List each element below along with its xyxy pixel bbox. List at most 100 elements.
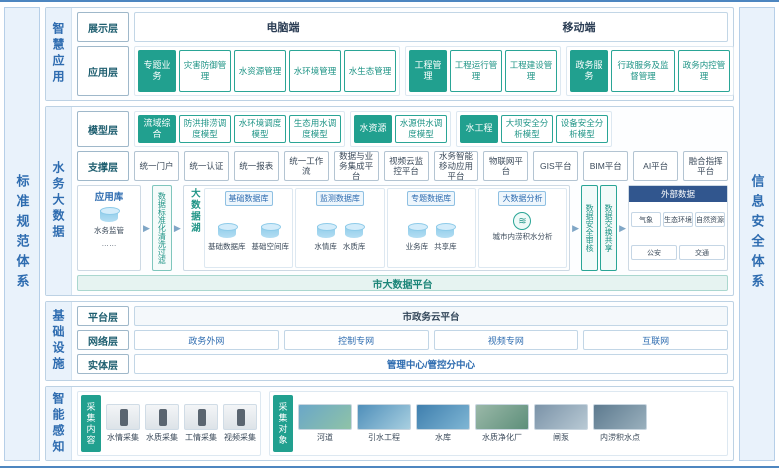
support-layer-row: 支撑层 统一门户 统一认证 统一报表 统一工作流 数据与业务集成平台 视频云监控… bbox=[77, 151, 729, 181]
basin-comprehensive-group: 流域综合 防洪排涝调度模型 水环境调度模型 生态用水调度模型 bbox=[134, 111, 345, 147]
application-db-more: …… bbox=[101, 239, 117, 248]
platform-layer-row: 平台层 市政务云平台 bbox=[77, 306, 728, 326]
data-business-integration-chip: 数据与业务集成平台 bbox=[333, 151, 379, 181]
diversion-project-label: 引水工程 bbox=[368, 433, 400, 442]
gov-internal-control-chip: 政务内控管理 bbox=[678, 50, 730, 92]
right-pillar-label: 信息安全体系 bbox=[749, 174, 765, 294]
network-layer-chip: 网络层 bbox=[77, 330, 129, 350]
gov-cloud-platform-box: 市政务云平台 bbox=[134, 306, 728, 326]
water-project-head: 水工程 bbox=[460, 115, 498, 143]
basic-db-head: 基础数据库 bbox=[224, 191, 273, 206]
basic-db-list: 基础数据库 基础空间库 bbox=[208, 208, 289, 265]
basic-db-group: 基础数据库 基础数据库 基础空间库 bbox=[203, 188, 294, 268]
water-environment-mgmt-chip: 水环境管理 bbox=[289, 50, 341, 92]
project-management-group: 工程管理 工程运行管理 工程建设管理 bbox=[405, 46, 561, 96]
city-bigdata-platform-bar: 市大数据平台 bbox=[77, 275, 728, 291]
left-pillar-label: 标准规范体系 bbox=[14, 174, 30, 294]
section-infrastructure: 基础设施 平台层 市政务云平台 网络层 政务外网 控制专网 视频专网 互联网 实… bbox=[45, 301, 734, 381]
section-water-bigdata: 水务大数据 模型层 流域综合 防洪排涝调度模型 水环境调度模型 生态用水调度模型… bbox=[45, 106, 734, 296]
database-cylinder-icon bbox=[100, 207, 120, 222]
monitor-db-item-label: 水情库 bbox=[314, 241, 337, 251]
diversion-project-photo bbox=[357, 404, 411, 430]
water-resource-mgmt-chip: 水资源管理 bbox=[234, 50, 286, 92]
collect-content-head: 采集内容 bbox=[81, 395, 101, 452]
external-data-head: 外部数据 bbox=[629, 186, 727, 202]
water-resource-head: 水资源 bbox=[354, 115, 392, 143]
thematic-db-item-label: 共享库 bbox=[434, 241, 457, 251]
bim-platform-chip: BIM平台 bbox=[583, 151, 629, 181]
eco-water-dispatch-model-chip: 生态用水调度模型 bbox=[289, 115, 341, 143]
section-smart-application-body: 展示层 电脑端 移动端 应用层 专题业务 灾害防御管理 水资源管理 水环境管理 … bbox=[72, 8, 734, 100]
project-construction-chip: 工程建设管理 bbox=[505, 50, 557, 92]
external-natural-resource-cell: 自然资源 bbox=[695, 212, 725, 227]
pc-terminal-label: 电脑端 bbox=[266, 22, 300, 34]
video-camera-photo bbox=[223, 404, 257, 430]
data-lake-title: 大数据湖 bbox=[188, 188, 200, 234]
external-data-grid: 气象 生态环境 自然资源 公安 交通 bbox=[629, 202, 727, 270]
fusion-command-platform-chip: 融合指挥平台 bbox=[683, 151, 729, 181]
engineering-collect-label: 工情采集 bbox=[185, 433, 217, 442]
sluice-pump-item: 闸泵 bbox=[534, 395, 588, 452]
control-center-box: 管理中心/管控分中心 bbox=[134, 354, 728, 374]
video-network-box: 视频专网 bbox=[433, 330, 579, 350]
purification-plant-photo bbox=[475, 404, 529, 430]
gov-extranet-box: 政务外网 bbox=[134, 330, 279, 350]
waterlogging-point-label: 内涝积水点 bbox=[600, 433, 640, 442]
left-pillar-standards: 标准规范体系 bbox=[4, 7, 40, 461]
display-layer-box: 电脑端 移动端 bbox=[134, 12, 728, 42]
data-exchange-share-bar: 数据交换共享 bbox=[600, 185, 618, 271]
collect-target-head-label: 采集对象 bbox=[277, 401, 288, 446]
basic-db-item: 基础空间库 bbox=[252, 222, 289, 252]
database-cylinder-icon bbox=[407, 222, 428, 238]
mobile-app-platform-chip: 水务智能移动应用平台 bbox=[433, 151, 479, 181]
perception-row: 采集内容 水情采集 水质采集 工情采集 bbox=[77, 391, 728, 456]
section-infrastructure-body: 平台层 市政务云平台 网络层 政务外网 控制专网 视频专网 互联网 实体层 管理… bbox=[72, 302, 733, 380]
flow-arrow-icon: ▶ bbox=[572, 222, 580, 233]
database-cylinder-icon bbox=[436, 222, 457, 238]
collect-target-head: 采集对象 bbox=[273, 395, 293, 452]
application-db-box: 应用库 水务监管 …… bbox=[77, 185, 141, 271]
water-level-device-photo bbox=[106, 404, 140, 430]
platform-layer-chip: 平台层 bbox=[77, 306, 129, 326]
model-layer-row: 模型层 流域综合 防洪排涝调度模型 水环境调度模型 生态用水调度模型 水资源 水… bbox=[77, 111, 728, 147]
right-pillar-security: 信息安全体系 bbox=[739, 7, 775, 461]
ai-platform-chip: AI平台 bbox=[633, 151, 679, 181]
monitor-db-item-label: 水质库 bbox=[342, 241, 366, 251]
gov-service-group: 政务服务 行政服务及监督管理 政务内控管理 bbox=[566, 46, 734, 96]
bigdata-analysis-head: 大数据分析 bbox=[498, 191, 547, 206]
water-project-group: 水工程 大坝安全分析模型 设备安全分析模型 bbox=[456, 111, 612, 147]
purification-plant-item: 水质净化厂 bbox=[475, 395, 529, 452]
bigdata-analysis-group: 大数据分析 ≋ 城市内涝积水分析 bbox=[477, 188, 568, 268]
sluice-pump-photo bbox=[534, 404, 588, 430]
water-level-collect-item: 水情采集 bbox=[106, 395, 140, 452]
thematic-db-list: 业务库 共享库 bbox=[406, 208, 457, 265]
section-infrastructure-title: 基础设施 bbox=[51, 309, 65, 373]
application-db-item-label: 水务监管 bbox=[94, 226, 124, 235]
section-intelligent-perception-body: 采集内容 水情采集 水质采集 工情采集 bbox=[72, 387, 733, 460]
main-column: 智慧应用 展示层 电脑端 移动端 应用层 专题业务 灾害防御管理 水资源管理 bbox=[45, 7, 734, 461]
section-water-bigdata-body: 模型层 流域综合 防洪排涝调度模型 水环境调度模型 生态用水调度模型 水资源 水… bbox=[72, 107, 733, 295]
unified-report-chip: 统一报表 bbox=[233, 151, 279, 181]
thematic-db-item-label: 业务库 bbox=[405, 241, 429, 251]
waterlogging-point-item: 内涝积水点 bbox=[593, 395, 647, 452]
data-flow-row: 应用库 水务监管 …… ▶ 数据标准化清洗过滤 ▶ 大数据湖 bbox=[77, 185, 728, 271]
entity-layer-row: 实体层 管理中心/管控分中心 bbox=[77, 354, 728, 374]
section-intelligent-perception-strip: 智能感知 bbox=[46, 387, 72, 460]
entity-layer-chip: 实体层 bbox=[77, 354, 129, 374]
thematic-db-head: 专题数据库 bbox=[407, 191, 456, 206]
unified-portal-chip: 统一门户 bbox=[134, 151, 179, 181]
flow-arrow-icon: ▶ bbox=[143, 222, 150, 233]
database-cylinder-icon bbox=[261, 222, 282, 238]
section-smart-application: 智慧应用 展示层 电脑端 移动端 应用层 专题业务 灾害防御管理 水资源管理 bbox=[45, 7, 734, 101]
external-police-cell: 公安 bbox=[631, 245, 677, 260]
database-cylinder-icon bbox=[217, 222, 238, 238]
gov-service-head: 政务服务 bbox=[570, 50, 608, 92]
equipment-safety-model-chip: 设备安全分析模型 bbox=[556, 115, 608, 143]
diversion-project-item: 引水工程 bbox=[357, 395, 411, 452]
model-layer-chip: 模型层 bbox=[77, 111, 129, 147]
section-intelligent-perception-title: 智能感知 bbox=[51, 391, 65, 456]
thematic-business-group: 专题业务 灾害防御管理 水资源管理 水环境管理 水生态管理 bbox=[134, 46, 400, 96]
purification-plant-label: 水质净化厂 bbox=[482, 433, 522, 442]
mobile-terminal-label: 移动端 bbox=[562, 22, 596, 34]
